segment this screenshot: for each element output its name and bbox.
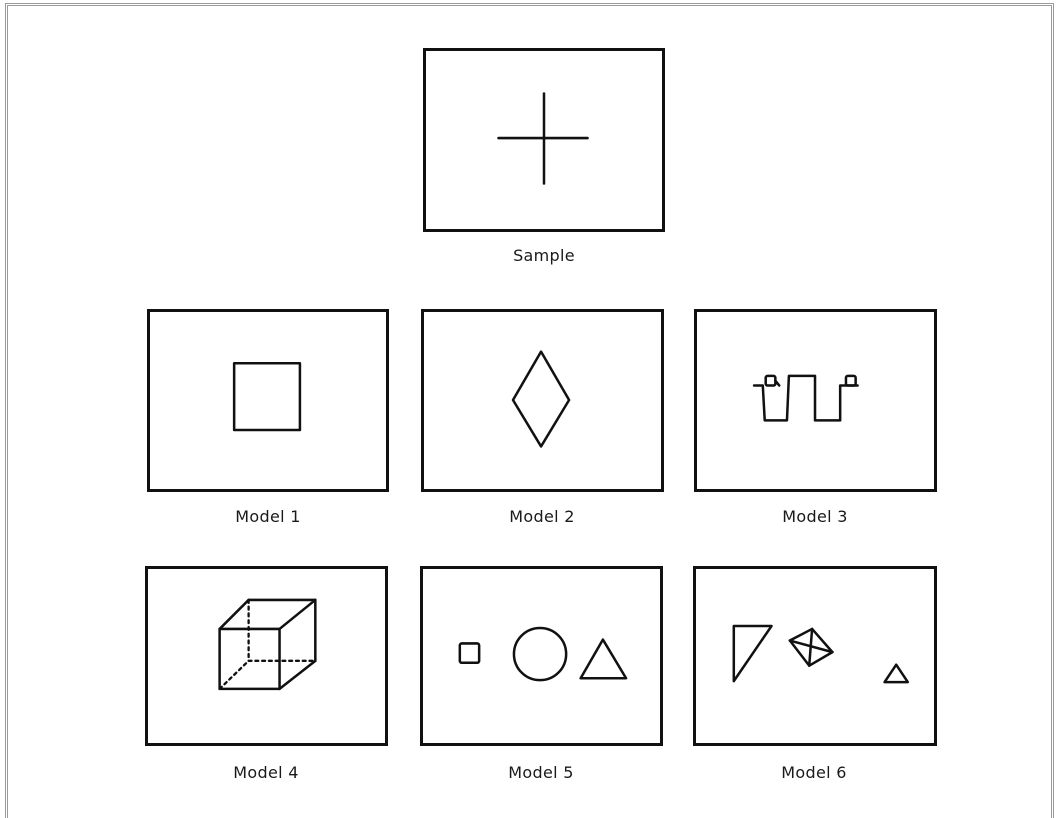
model-3-caption: Model 3 — [715, 507, 915, 526]
model-6-panel — [693, 566, 937, 746]
model-4-panel — [145, 566, 388, 746]
model-2-caption: Model 2 — [442, 507, 642, 526]
model-5-panel — [420, 566, 663, 746]
sample-caption: Sample — [444, 246, 644, 265]
model-5-caption: Model 5 — [441, 763, 641, 782]
model-6-caption: Model 6 — [714, 763, 914, 782]
model-1-panel — [147, 309, 389, 492]
model-1-caption: Model 1 — [168, 507, 368, 526]
cube-icon — [148, 569, 385, 743]
triangle-tetrahedron-triangle-icon — [696, 569, 934, 743]
square-circle-triangle-icon — [423, 569, 660, 743]
model-4-caption: Model 4 — [166, 763, 366, 782]
square-icon — [150, 312, 386, 489]
model-3-panel — [694, 309, 937, 492]
sample-panel — [423, 48, 665, 232]
square-wave-icon — [697, 312, 934, 489]
model-2-panel — [421, 309, 664, 492]
cross-icon — [426, 51, 662, 229]
diamond-icon — [424, 312, 661, 489]
